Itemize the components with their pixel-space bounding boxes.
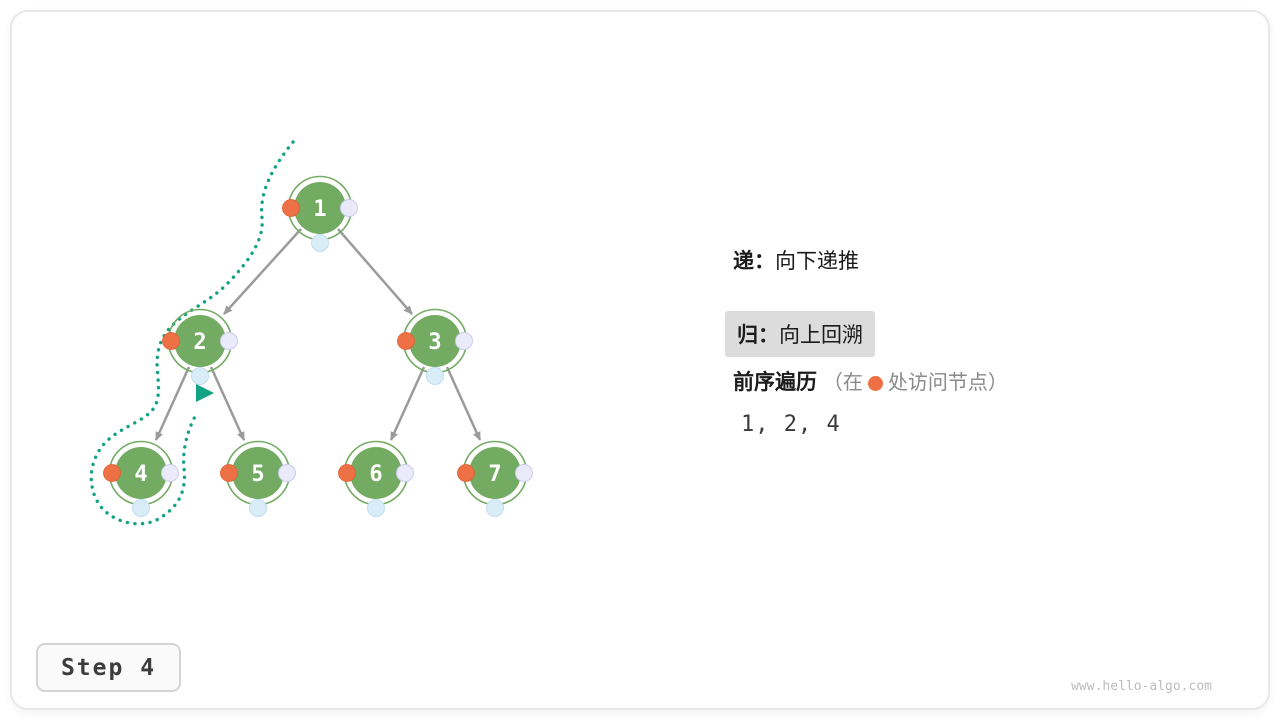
legend-backtrack-label: 归： [737, 324, 779, 347]
node-body [294, 182, 346, 234]
step-badge: Step 4 [36, 643, 181, 692]
edge-2-4 [154, 366, 191, 441]
node-body [232, 447, 284, 499]
preorder-dot [457, 464, 475, 482]
postorder-dot [515, 464, 533, 482]
postorder-dot [340, 199, 358, 217]
node-value: 2 [193, 330, 206, 355]
inorder-dot [367, 499, 385, 517]
preorder-dot [162, 332, 180, 350]
tree-node-3: 3 [397, 308, 473, 385]
node-value: 4 [134, 462, 147, 487]
traversal-caption: 前序遍历 （在 处访问节点） [733, 366, 1008, 396]
postorder-dot [220, 332, 238, 350]
legend-recurse-line: 递：向下递推 [733, 245, 859, 275]
tree-node-6: 6 [338, 440, 414, 517]
legend-backtrack-line: 归：向上回溯 [725, 311, 875, 357]
postorder-dot [278, 464, 296, 482]
traversal-trace [89, 140, 295, 526]
traversal-note-close: 处访问节点） [887, 372, 1008, 394]
orange-visit-dot-icon [867, 376, 883, 391]
preorder-dot [103, 464, 121, 482]
backtrack-highlight: 归：向上回溯 [725, 311, 875, 357]
node-body [409, 315, 461, 367]
inorder-dot [426, 367, 444, 385]
trace-arrowhead-icon [196, 384, 214, 402]
node-value: 5 [251, 462, 264, 487]
node-value: 7 [488, 462, 501, 487]
traversal-title: 前序遍历 [733, 371, 817, 394]
postorder-dot [161, 464, 179, 482]
preorder-dot [282, 199, 300, 217]
node-body [469, 447, 521, 499]
inorder-dot [486, 499, 504, 517]
legend-backtrack-text: 向上回溯 [779, 324, 863, 347]
tree-node-5: 5 [220, 440, 296, 517]
inorder-dot [311, 234, 329, 252]
legend-recurse-label: 递： [733, 250, 775, 273]
tree-node-1: 1 [282, 175, 358, 252]
postorder-dot [396, 464, 414, 482]
watermark: www.hello-algo.com [1071, 679, 1212, 694]
tree-node-4: 4 [103, 440, 179, 517]
inorder-dot [132, 499, 150, 517]
node-body [350, 447, 402, 499]
edge-1-2 [223, 228, 302, 315]
edge-3-7 [445, 366, 482, 441]
inorder-dot [191, 367, 209, 385]
edge-1-3 [337, 228, 413, 315]
canvas-card [10, 10, 1270, 710]
traversal-note-open: （在 [822, 372, 863, 394]
tree-node-7: 7 [457, 440, 533, 517]
node-value: 3 [428, 330, 441, 355]
edge-3-6 [389, 366, 426, 441]
preorder-dot [338, 464, 356, 482]
preorder-dot [397, 332, 415, 350]
node-value: 6 [369, 462, 382, 487]
preorder-dot [220, 464, 238, 482]
postorder-dot [455, 332, 473, 350]
node-value: 1 [313, 197, 326, 222]
tree-node-2: 2 [162, 308, 238, 385]
binary-tree-diagram: 1 2 3 4 5 [89, 140, 533, 526]
legend-recurse-text: 向下递推 [775, 250, 859, 273]
edge-2-5 [209, 366, 246, 441]
inorder-dot [249, 499, 267, 517]
node-body [115, 447, 167, 499]
node-body [174, 315, 226, 367]
traversal-result: 1, 2, 4 [741, 412, 841, 437]
